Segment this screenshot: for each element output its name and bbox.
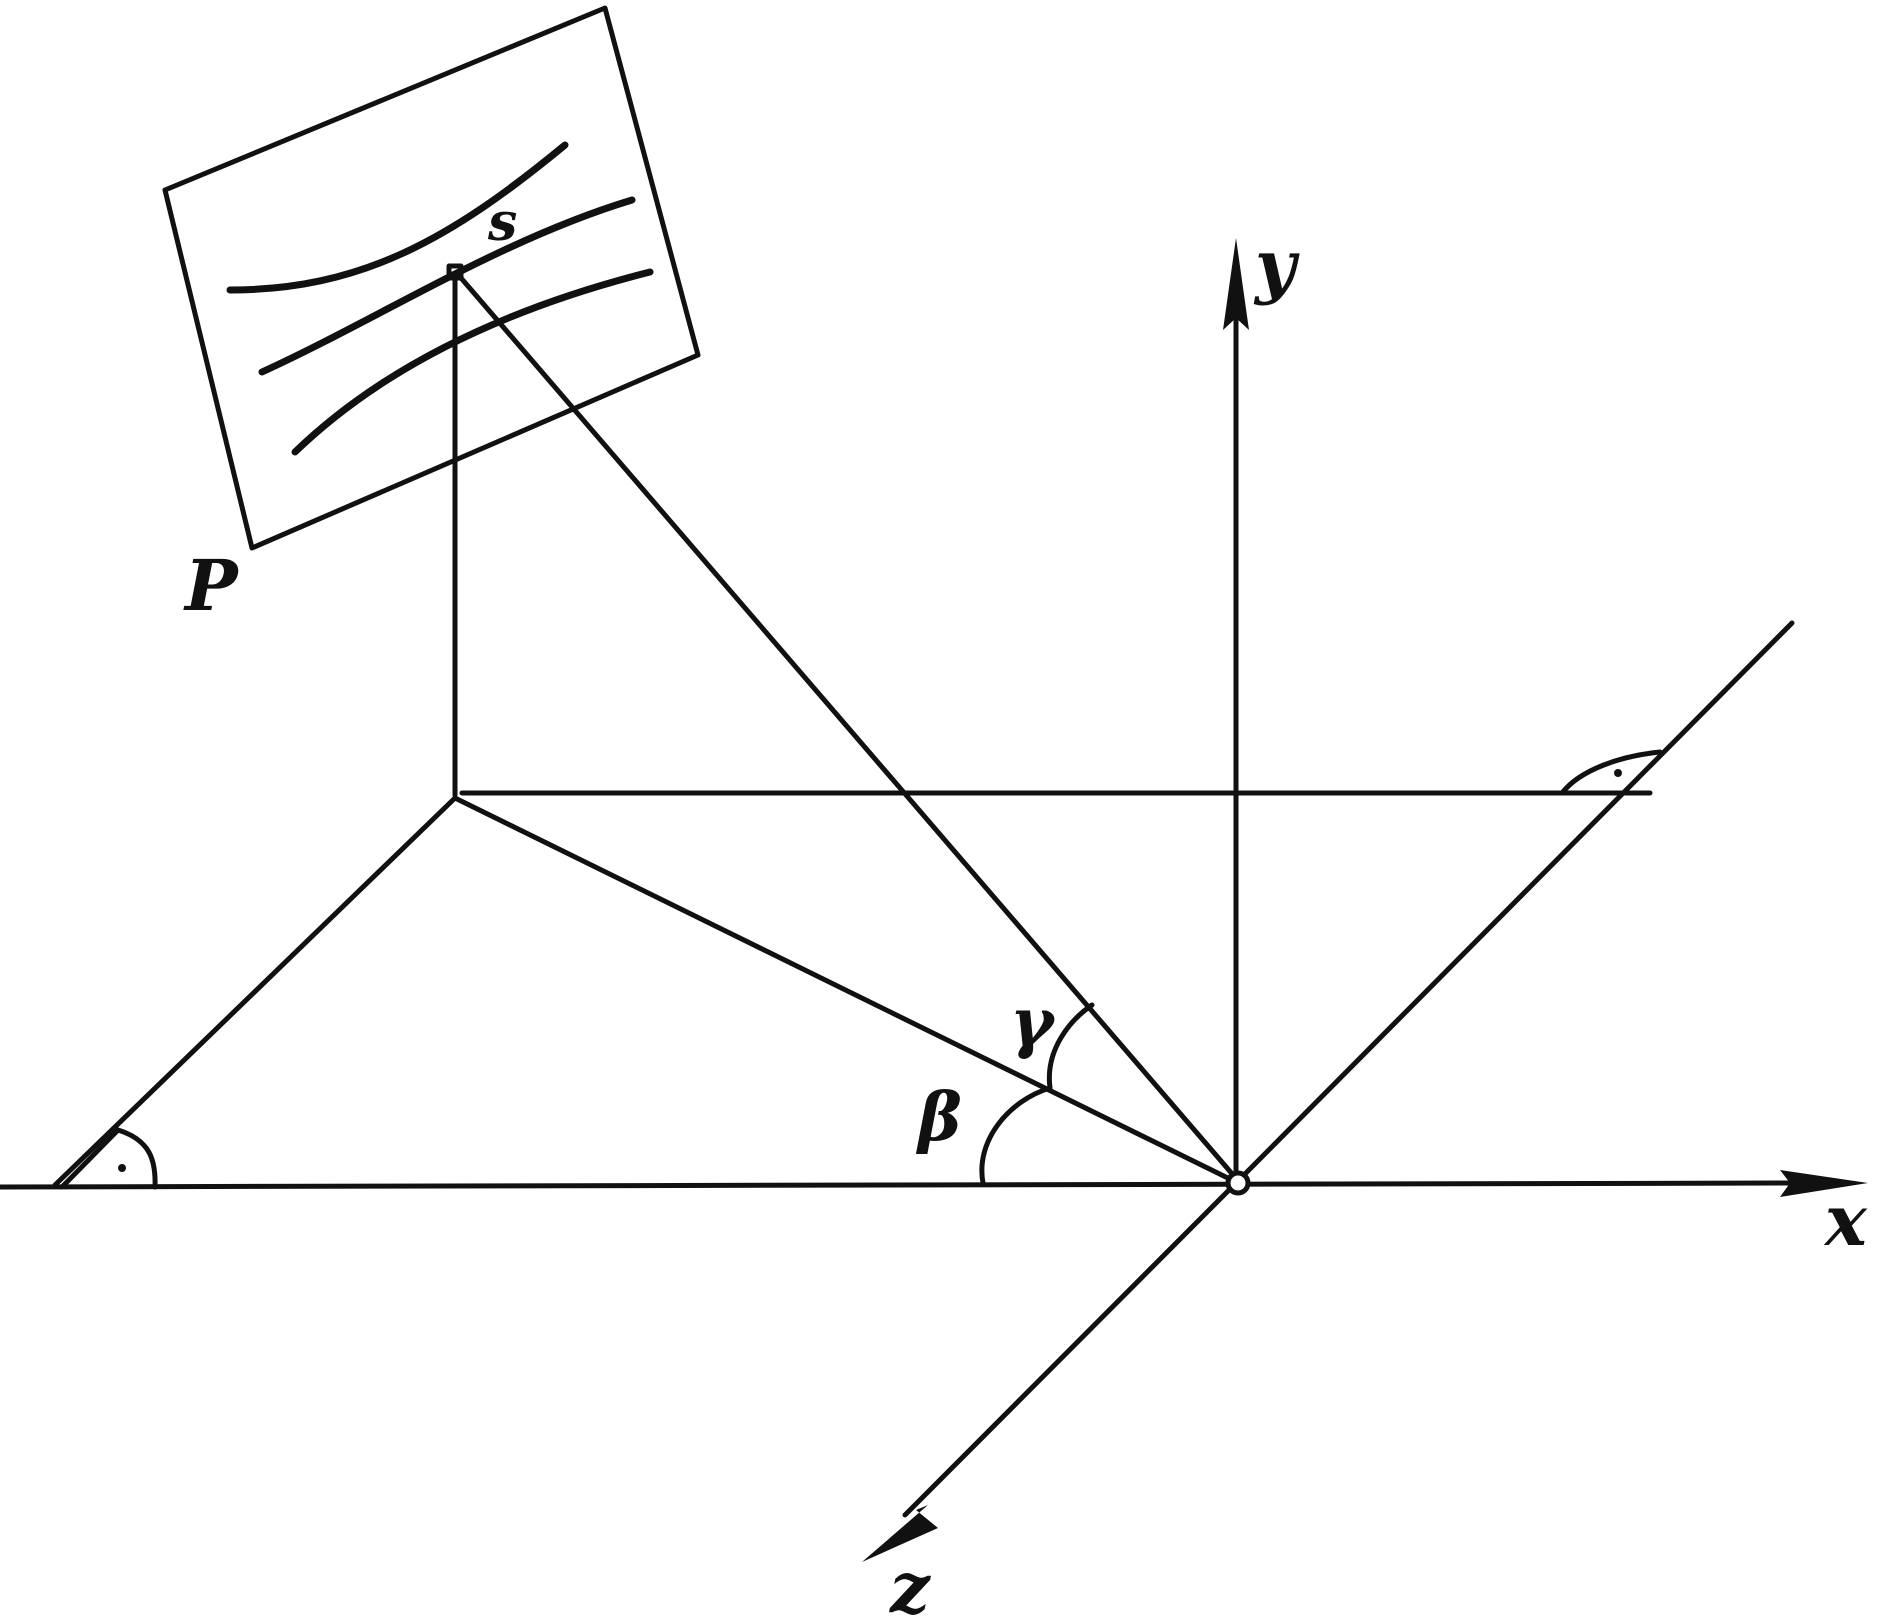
projection-to-origin-line xyxy=(452,795,1241,1186)
diagonal-axis-upper xyxy=(1233,620,1795,1186)
point-to-origin-line xyxy=(458,275,1243,1186)
x-axis-arrowhead xyxy=(1780,1170,1868,1197)
angle-beta-arc xyxy=(979,1085,1053,1186)
x-axis xyxy=(0,1180,1803,1190)
angle-beta-label: β xyxy=(915,1078,962,1156)
right-angle-marker-left xyxy=(59,1127,158,1190)
plane-curve-3 xyxy=(291,268,654,456)
plane-p-label: P xyxy=(183,544,240,627)
z-axis xyxy=(902,1180,1239,1518)
angle-gamma-arc xyxy=(1046,1002,1095,1091)
right-angle-dot-right xyxy=(1614,769,1622,777)
angle-gamma-label: γ xyxy=(1010,983,1057,1061)
y-axis-arrowhead xyxy=(1223,238,1249,330)
plane-curve-1 xyxy=(226,141,569,294)
plane-p-outline xyxy=(162,5,701,551)
axis-y-label: y xyxy=(1253,224,1300,307)
axis-z-label: z xyxy=(888,1546,931,1616)
origin-point xyxy=(1225,1170,1251,1196)
right-angle-dot-left xyxy=(118,1164,126,1172)
projection-to-x-axis-line xyxy=(52,795,458,1188)
plane-curve-2 xyxy=(258,196,636,376)
right-angle-marker-right xyxy=(1559,749,1663,796)
axis-x-label: x xyxy=(1823,1179,1868,1262)
line-s-label: s xyxy=(487,192,517,253)
z-axis-arrowhead xyxy=(862,1505,938,1562)
